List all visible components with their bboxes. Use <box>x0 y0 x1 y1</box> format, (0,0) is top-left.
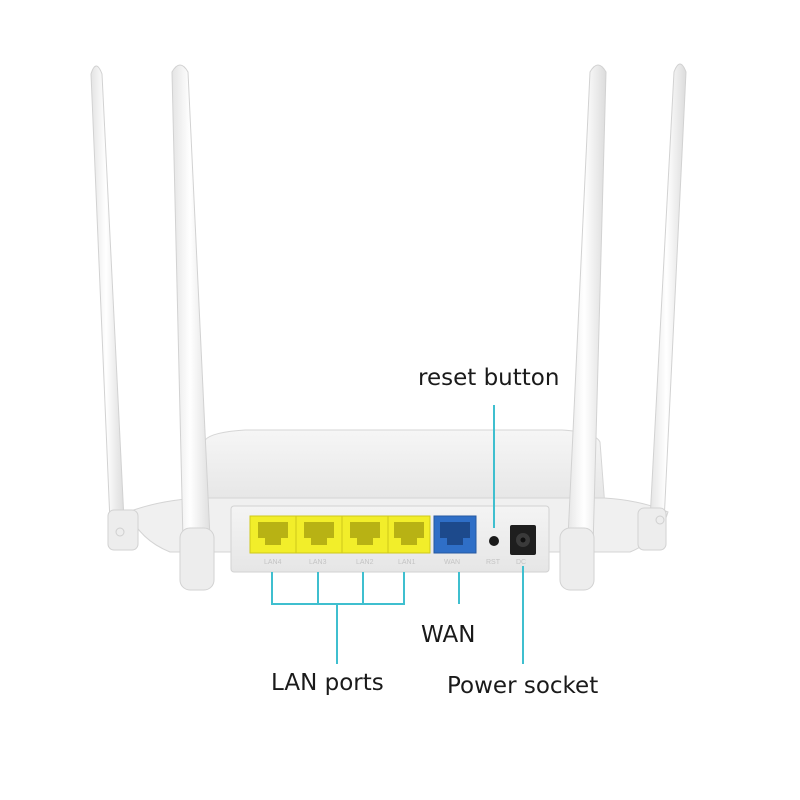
antenna-far-right <box>637 63 687 551</box>
leader-bracket-lan <box>271 572 405 605</box>
reset-button-label: reset button <box>418 365 560 391</box>
lan-port-1 <box>387 515 431 554</box>
port-label-wan: WAN <box>444 559 460 566</box>
power-socket-label: Power socket <box>447 673 599 699</box>
antenna-inner-right <box>559 64 607 591</box>
port-label-rst: RST <box>486 559 501 566</box>
leader-lines <box>271 405 524 664</box>
reset-button-hole <box>489 536 499 546</box>
lan-port-3 <box>295 515 343 554</box>
port-label-lan3: LAN3 <box>309 559 327 566</box>
port-label-lan1: LAN1 <box>398 559 416 566</box>
port-label-lan4: LAN4 <box>264 559 282 566</box>
port-label-lan2: LAN2 <box>356 559 374 566</box>
wan-port <box>433 515 477 554</box>
lan-ports-label: LAN ports <box>271 670 384 696</box>
antenna-inner-left <box>171 64 215 591</box>
power-socket <box>510 525 536 555</box>
wan-label: WAN <box>421 622 476 648</box>
lan-port-4 <box>249 515 297 554</box>
lan-port-2 <box>341 515 389 554</box>
antenna-far-left <box>90 65 139 551</box>
port-label-dc: DC <box>516 559 526 566</box>
